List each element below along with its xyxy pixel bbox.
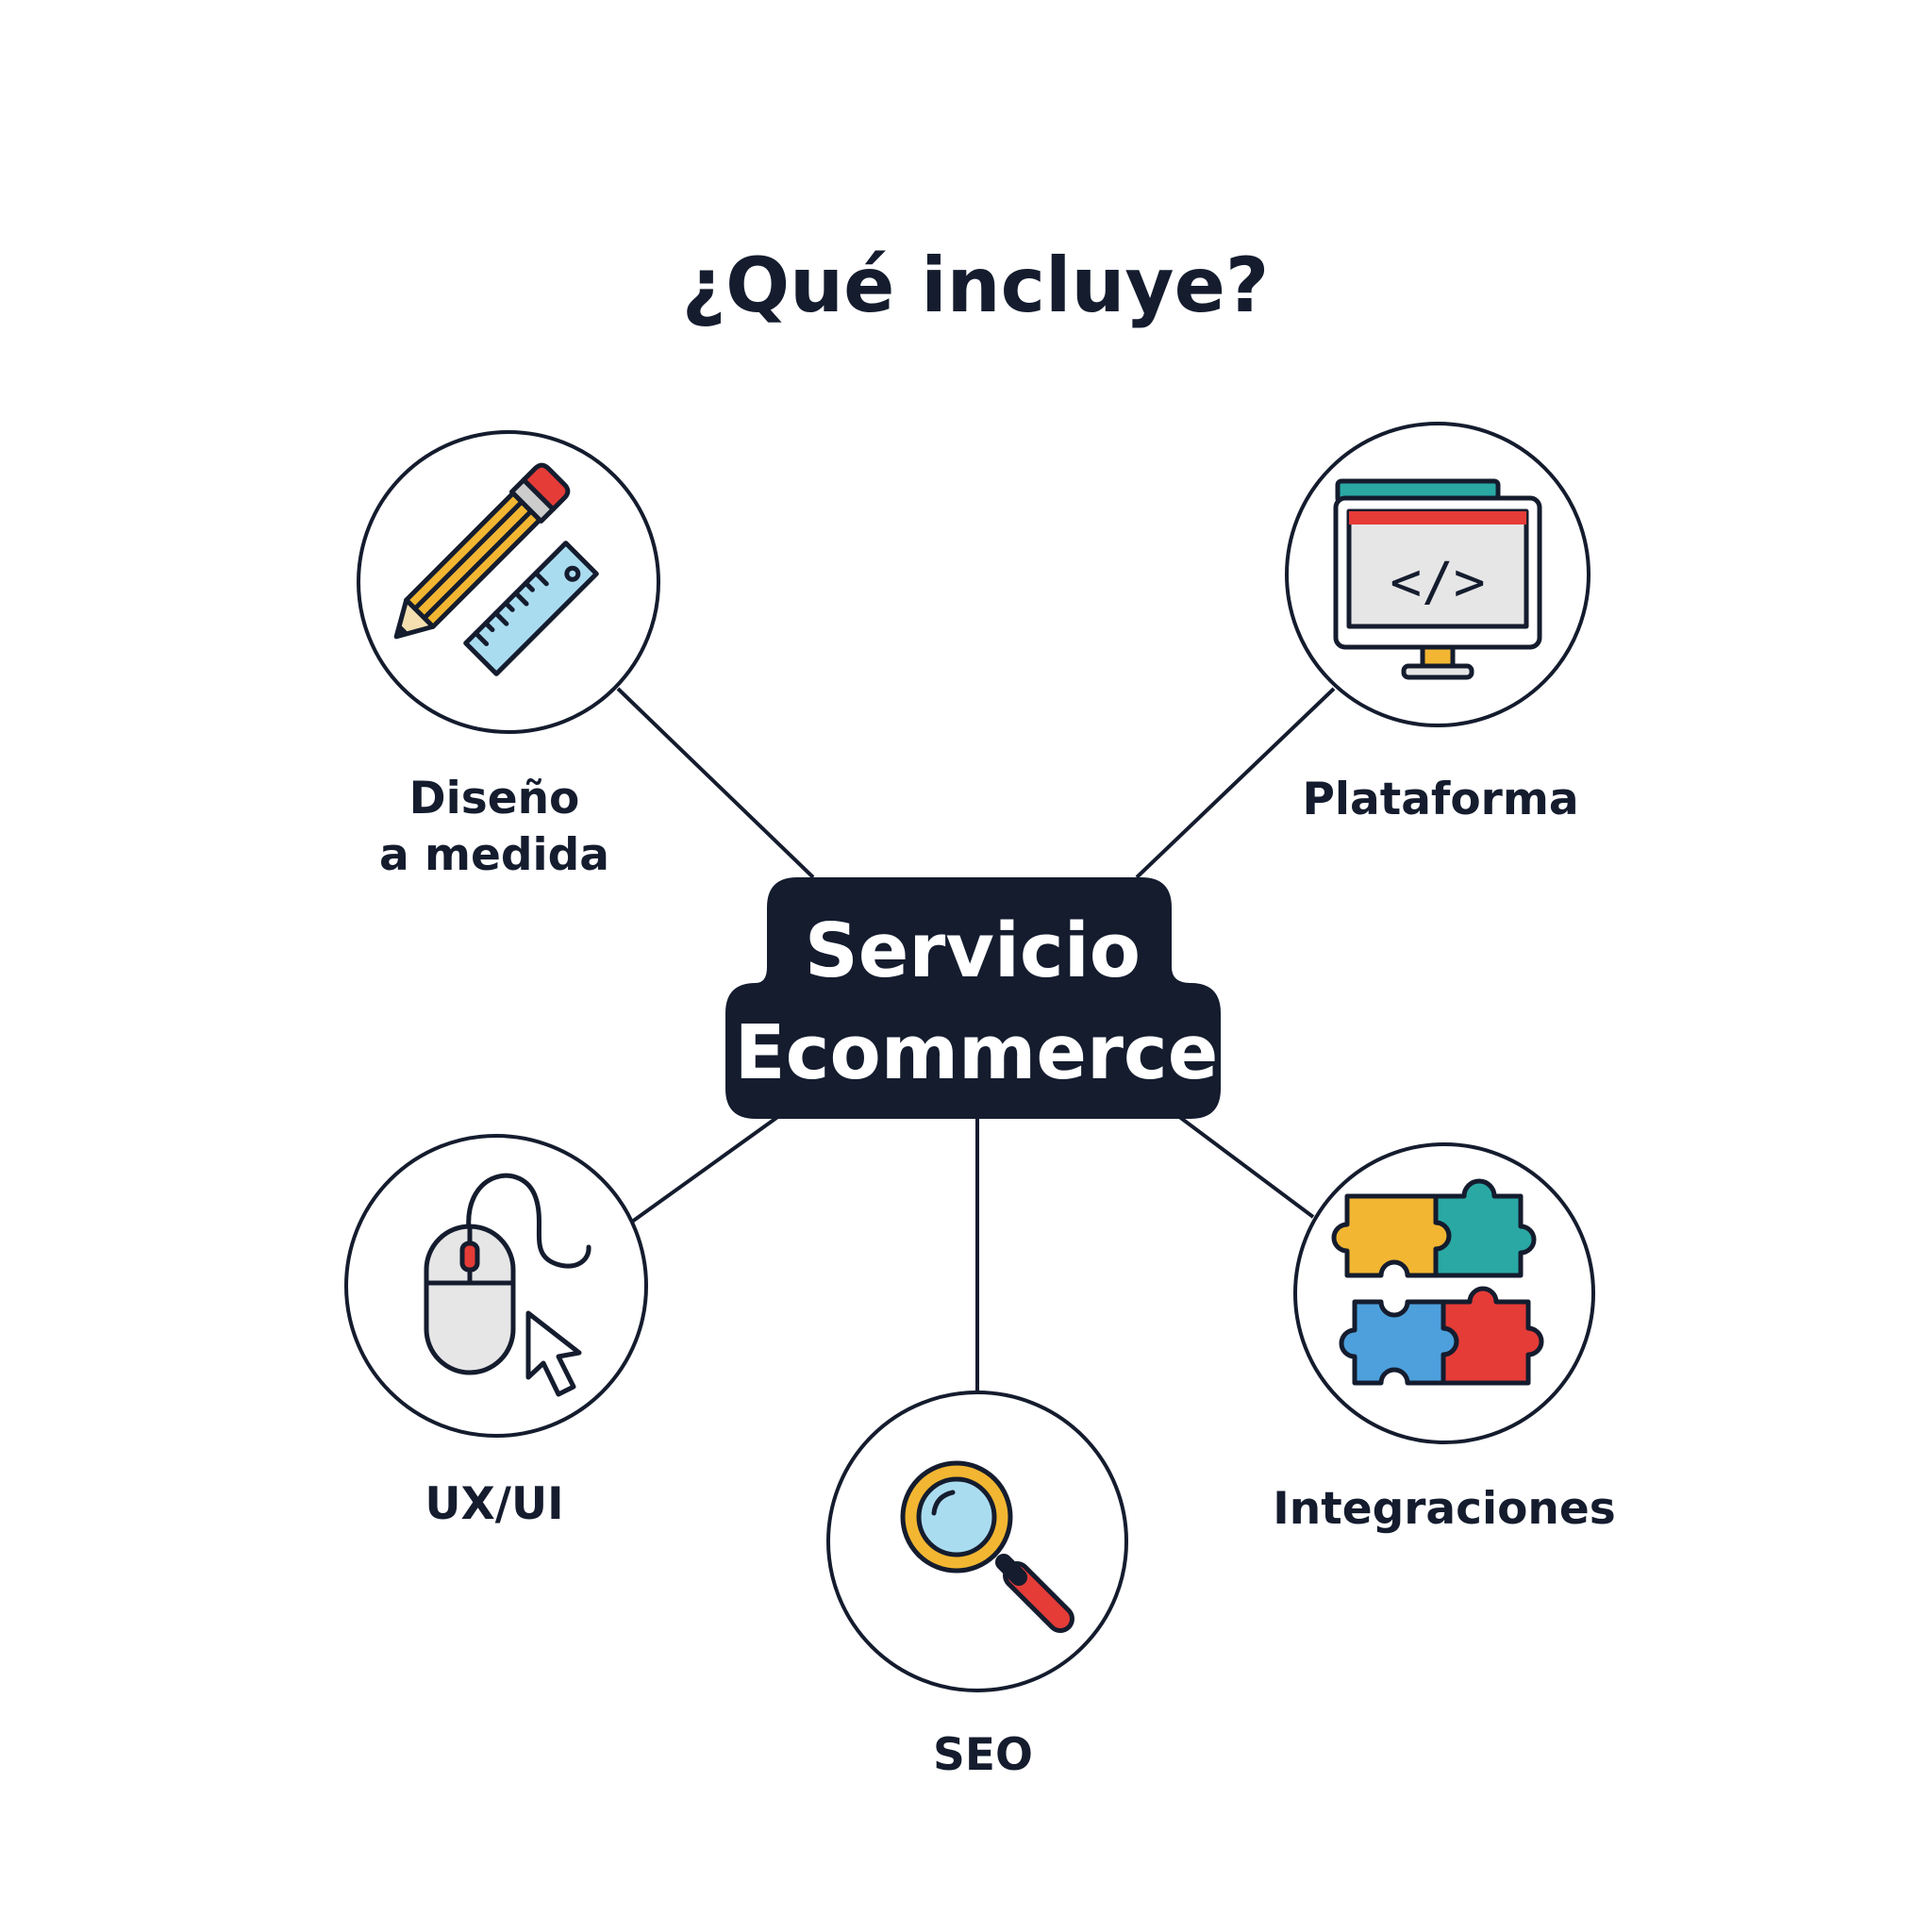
connector-integraciones xyxy=(1173,1111,1315,1219)
code-symbol: </> xyxy=(1390,552,1485,613)
node-diseno-circle xyxy=(357,430,660,734)
connector-plataforma xyxy=(1135,687,1336,879)
connector-diseno xyxy=(616,687,815,879)
pencil-ruler-icon xyxy=(393,462,599,676)
node-uxui: UX/UI xyxy=(344,1134,648,1530)
center-title-line1: Servicio xyxy=(805,908,1141,994)
node-seo-label: SEO xyxy=(933,1729,1033,1781)
node-uxui-label: UX/UI xyxy=(425,1478,563,1530)
page-title: ¿Qué incluye? xyxy=(682,242,1269,329)
node-plataforma-label: Plataforma xyxy=(1302,774,1578,825)
node-diseno: Diseño a medida xyxy=(357,430,660,881)
node-diseno-label-line2: a medida xyxy=(379,829,609,881)
connectors xyxy=(616,687,1336,1396)
code-monitor-icon: </> xyxy=(1333,478,1542,680)
center-node-shape xyxy=(725,877,1221,1119)
magnifier-icon xyxy=(900,1460,1074,1633)
connector-uxui xyxy=(630,1111,785,1224)
puzzle-icon xyxy=(1331,1178,1544,1386)
node-seo: SEO xyxy=(826,1391,1128,1781)
mouse-cursor-icon xyxy=(424,1173,591,1397)
node-diseno-label-line1: Diseño xyxy=(409,773,580,824)
center-node: Servicio Ecommerce xyxy=(725,877,1221,1119)
node-integraciones-circle xyxy=(1293,1142,1595,1444)
node-integraciones-label: Integraciones xyxy=(1273,1483,1615,1535)
node-plataforma: </> Plataforma xyxy=(1285,422,1591,825)
node-integraciones: Integraciones xyxy=(1273,1142,1616,1535)
center-title-line2: Ecommerce xyxy=(735,1009,1219,1096)
